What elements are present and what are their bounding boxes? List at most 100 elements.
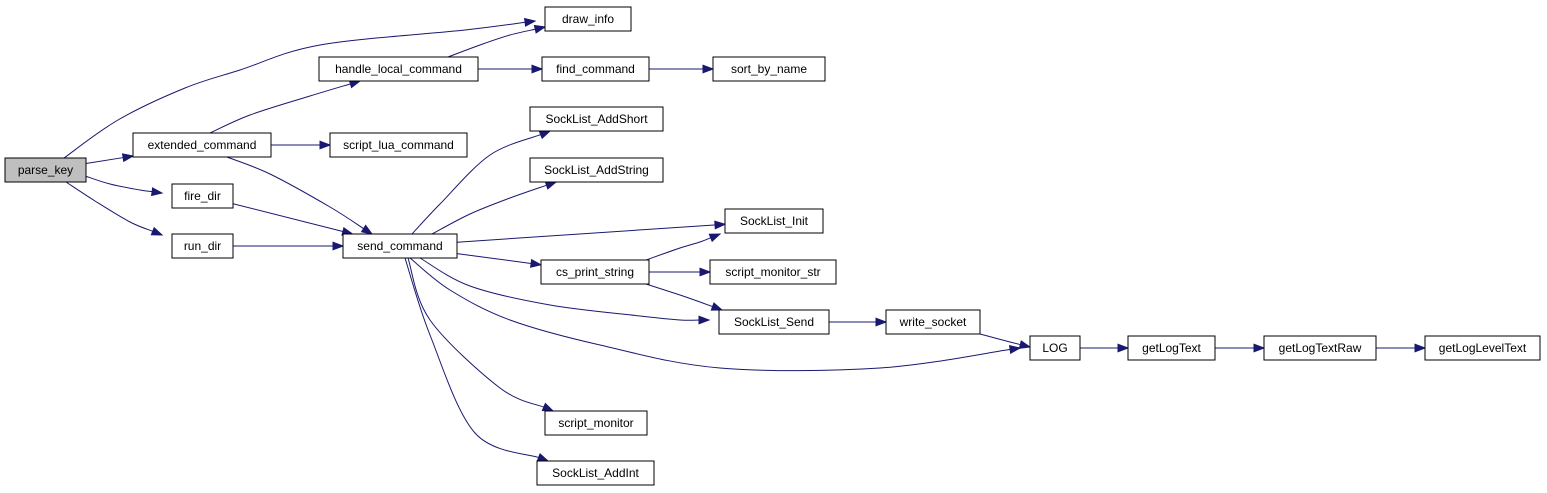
node-getlogtext[interactable]: getLogText bbox=[1127, 335, 1216, 361]
edges-layer bbox=[63, 17, 1427, 462]
node-sort-by-name[interactable]: sort_by_name bbox=[712, 56, 826, 82]
node-handle-local-command[interactable]: handle_local_command bbox=[318, 56, 479, 82]
edge-getLogTextRaw-to-getLogLevelText bbox=[1376, 343, 1427, 353]
arrowhead-icon bbox=[319, 140, 332, 150]
edge-line bbox=[409, 257, 1012, 372]
edge-send_command-to-SockList_Send bbox=[419, 257, 711, 325]
node-find-command[interactable]: find_command bbox=[541, 56, 650, 82]
node-label: SockList_AddInt bbox=[552, 466, 639, 480]
edge-parse_key-to-run_dir bbox=[65, 181, 164, 236]
edge-extended_command-to-send_command bbox=[226, 156, 374, 235]
node-extended-command[interactable]: extended_command bbox=[132, 132, 272, 158]
edge-extended_command-to-script_lua_command bbox=[271, 140, 332, 150]
arrowhead-icon bbox=[121, 153, 135, 163]
edge-send_command-to-SockList_AddString bbox=[431, 181, 558, 235]
node-label: sort_by_name bbox=[731, 62, 807, 76]
arrowhead-icon bbox=[1018, 340, 1032, 349]
node-label: getLogTextRaw bbox=[1279, 341, 1362, 355]
node-fire-dir[interactable]: fire_dir bbox=[171, 183, 234, 209]
arrowhead-icon bbox=[150, 226, 164, 236]
node-box bbox=[541, 56, 650, 82]
node-box bbox=[1424, 335, 1541, 361]
edge-handle_local_command-to-draw_info bbox=[447, 24, 547, 58]
edge-line bbox=[411, 133, 542, 235]
edge-fire_dir-to-send_command bbox=[232, 203, 354, 236]
node-box bbox=[4, 157, 87, 183]
edge-line bbox=[226, 156, 365, 230]
node-label: write_socket bbox=[899, 315, 967, 329]
edge-run_dir-to-send_command bbox=[233, 241, 345, 251]
arrowhead-icon bbox=[710, 302, 724, 311]
edge-parse_key-to-extended_command bbox=[85, 153, 135, 165]
edge-line bbox=[232, 203, 344, 233]
node-script-lua-command[interactable]: script_lua_command bbox=[329, 132, 468, 158]
node-send-command[interactable]: send_command bbox=[342, 233, 458, 259]
arrowhead-icon bbox=[360, 224, 374, 235]
node-cs-print-string[interactable]: cs_print_string bbox=[540, 259, 650, 285]
node-socklist-addint[interactable]: SockList_AddInt bbox=[536, 460, 655, 486]
node-label: SockList_Send bbox=[734, 315, 814, 329]
node-label: LOG bbox=[1042, 341, 1067, 355]
node-socklist-init[interactable]: SockList_Init bbox=[724, 208, 824, 234]
node-box bbox=[329, 132, 468, 158]
arrowhead-icon bbox=[1253, 343, 1266, 353]
node-socklist-send[interactable]: SockList_Send bbox=[718, 309, 830, 335]
edge-parse_key-to-draw_info bbox=[63, 17, 537, 159]
node-box bbox=[718, 309, 830, 335]
node-label: SockList_AddShort bbox=[545, 112, 648, 126]
node-socklist-addshort[interactable]: SockList_AddShort bbox=[529, 106, 664, 132]
arrowhead-icon bbox=[702, 64, 715, 74]
node-socklist-addstring[interactable]: SockList_AddString bbox=[529, 157, 664, 183]
edge-cs_print_string-to-script_monitor_str bbox=[649, 267, 712, 277]
node-box bbox=[318, 56, 479, 82]
node-script-monitor[interactable]: script_monitor bbox=[544, 410, 648, 436]
node-getlogleveltext[interactable]: getLogLevelText bbox=[1424, 335, 1541, 361]
node-box bbox=[171, 233, 234, 259]
edge-line bbox=[447, 28, 537, 58]
edge-send_command-to-SockList_Init bbox=[456, 220, 727, 243]
edge-line bbox=[404, 257, 540, 459]
edge-find_command-to-sort_by_name bbox=[649, 64, 715, 74]
edge-SockList_Send-to-write_socket bbox=[829, 317, 888, 327]
node-label: cs_print_string bbox=[556, 265, 634, 279]
node-log[interactable]: LOG bbox=[1029, 335, 1081, 361]
edge-line bbox=[85, 156, 125, 165]
arrowhead-icon bbox=[1117, 343, 1130, 353]
node-label: script_lua_command bbox=[343, 138, 454, 152]
node-label: getLogText bbox=[1142, 341, 1201, 355]
node-getlogtextraw[interactable]: getLogTextRaw bbox=[1263, 335, 1377, 361]
node-box bbox=[724, 208, 824, 234]
node-label: run_dir bbox=[184, 239, 221, 253]
node-box bbox=[536, 460, 655, 486]
node-box bbox=[709, 259, 837, 285]
node-script-monitor-str[interactable]: script_monitor_str bbox=[709, 259, 837, 285]
edge-LOG-to-getLogText bbox=[1080, 343, 1130, 353]
node-box bbox=[342, 233, 458, 259]
arrowhead-icon bbox=[544, 181, 558, 190]
arrowhead-icon bbox=[699, 267, 712, 277]
node-draw-info[interactable]: draw_info bbox=[544, 6, 632, 32]
node-label: extended_command bbox=[148, 138, 257, 152]
edge-send_command-to-LOG bbox=[409, 257, 1022, 372]
edge-line bbox=[456, 224, 717, 243]
arrowhead-icon bbox=[708, 233, 722, 243]
edge-send_command-to-cs_print_string bbox=[456, 253, 543, 268]
arrowhead-icon bbox=[332, 241, 345, 251]
edge-line bbox=[979, 333, 1022, 346]
arrowhead-icon bbox=[529, 258, 543, 268]
edge-line bbox=[84, 175, 154, 193]
node-label: handle_local_command bbox=[335, 62, 462, 76]
edge-line bbox=[645, 283, 714, 308]
node-run-dir[interactable]: run_dir bbox=[171, 233, 234, 259]
node-label: script_monitor bbox=[558, 416, 633, 430]
node-parse-key[interactable]: parse_key bbox=[4, 157, 87, 183]
node-write-socket[interactable]: write_socket bbox=[885, 309, 981, 335]
arrowhead-icon bbox=[541, 402, 555, 412]
edge-line bbox=[63, 21, 527, 159]
node-box bbox=[544, 410, 648, 436]
edge-write_socket-to-LOG bbox=[979, 333, 1032, 349]
node-box bbox=[540, 259, 650, 285]
arrowhead-icon bbox=[531, 64, 544, 74]
